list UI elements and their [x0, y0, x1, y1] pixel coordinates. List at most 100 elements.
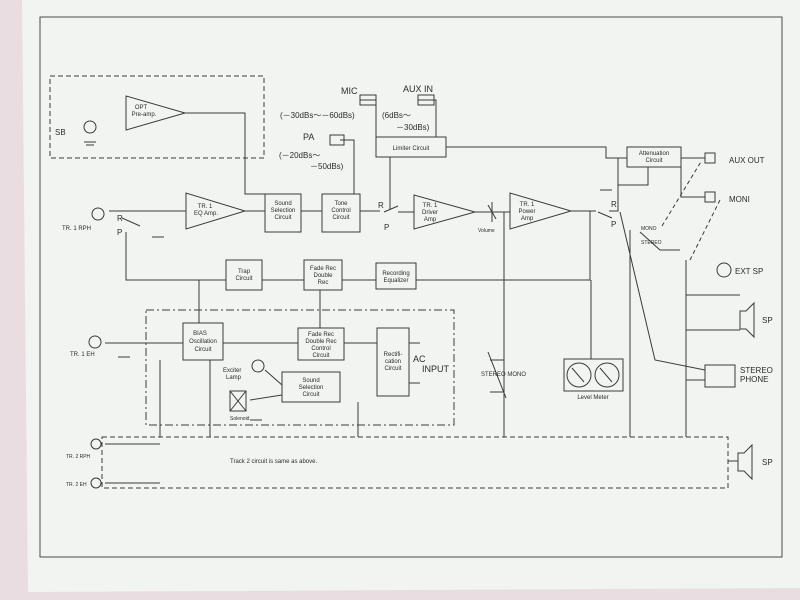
opt-preamp-triangle [125, 95, 187, 131]
rectification-line-3: Circuit [384, 366, 401, 372]
r-label-2: R [378, 201, 384, 210]
fade-rec-control-line-2: Double Rec [305, 339, 336, 345]
aux-level-label-2: －30dBs) [396, 123, 430, 132]
track2-dashed-frame [101, 436, 729, 489]
speaker-icon-1 [739, 301, 755, 339]
aux-level-label-1: (6dBs～ [382, 111, 411, 120]
sp-label-2: SP [762, 458, 773, 467]
rectification-line-2: cation [385, 359, 401, 365]
fade-rec-control-box [297, 327, 345, 361]
power-amp-triangle [509, 192, 573, 230]
bias-line-1: BIAS [193, 331, 207, 337]
moni-jack-icon [704, 191, 716, 203]
fade-rec-control-line-3: Control [311, 346, 330, 352]
tone-control-box [321, 193, 361, 233]
tone-control-line-2: Control [331, 208, 350, 214]
stereo-mono-switch-label: STEREO MONO [481, 372, 526, 378]
signal-wiring [105, 99, 740, 484]
ext-sp-jack-icon [716, 262, 732, 278]
attenuation-line-1: Attenuation [639, 151, 669, 157]
recording-equalizer-line-1: Recording [382, 271, 409, 277]
pa-label: PA [303, 132, 314, 142]
mic-level-label: (－30dBs～－60dBs) [280, 111, 355, 120]
volume-label: Volume [478, 228, 495, 234]
free-labels: SB MIC (－30dBs～－60dBs) AUX IN (6dBs～ －30… [55, 84, 773, 488]
opt-preamp-line-2: Pre-amp. [132, 112, 157, 118]
fade-rec-line-3: Rec [318, 280, 329, 286]
tr1-eh-label: TR. 1 EH [70, 352, 95, 358]
tr1-eh-head-icon [88, 335, 102, 349]
power-amp-line-1: TR. 1 [520, 202, 535, 208]
sound-selection-2-line-3: Circuit [302, 392, 319, 398]
aux-in-label: AUX IN [403, 84, 433, 94]
r-label-1: R [117, 214, 123, 223]
ext-sp-label: EXT SP [735, 267, 763, 276]
tr1-rph-label: TR. 1 RPH [62, 226, 91, 232]
tone-control-line-3: Circuit [332, 215, 349, 221]
opt-preamp-line-1: OPT [135, 105, 148, 111]
tr1-rph-head-icon [91, 207, 105, 221]
opt-dashed-frame [49, 75, 265, 159]
aux-out-label: AUX OUT [729, 156, 765, 165]
speaker-icon-2 [737, 443, 753, 481]
attenuation-line-2: Circuit [645, 158, 662, 164]
sound-selection-2-line-1: Sound [302, 378, 319, 384]
sp-label-1: SP [762, 316, 773, 325]
recording-equalizer-box [375, 262, 417, 290]
fade-rec-control-line-4: Circuit [312, 353, 329, 359]
eq-amp-line-1: TR. 1 [198, 204, 213, 210]
tone-control-line-1: Tone [334, 201, 348, 207]
fade-rec-box [303, 259, 343, 291]
pa-level-label-1: (－20dBs～ [279, 151, 320, 160]
level-meter-dial-right [594, 362, 620, 388]
aux-in-jack-icon [417, 94, 435, 106]
ac-input-label-1: AC [413, 354, 426, 364]
p-label-3: P [611, 220, 616, 229]
exciter-lamp-label-1: Exciter [223, 368, 241, 374]
rectification-box [376, 327, 410, 397]
rp-switch-2 [383, 205, 399, 213]
p-label-1: P [117, 228, 122, 237]
ground-marks [84, 141, 612, 421]
sound-selection-2-line-2: Selection [299, 385, 324, 391]
pa-jack-icon [329, 134, 345, 146]
level-meter-dial-left [566, 362, 592, 388]
trap-box [225, 259, 263, 291]
mono-stereo-dash-1 [661, 159, 703, 227]
exciter-lamp-icon [251, 359, 265, 373]
rp-switch-3 [597, 211, 613, 219]
rp-switch-1 [121, 217, 141, 227]
sb-label: SB [55, 128, 66, 137]
mono-label: MONO [641, 226, 657, 232]
sb-sensor-icon [83, 120, 97, 134]
aux-out-jack-icon [704, 152, 716, 164]
sound-selection-2-box [281, 371, 341, 403]
tr2-eh-label: TR. 2 EH [66, 482, 87, 488]
stereo-phone-jack-icon [704, 364, 736, 388]
r-label-3: R [611, 200, 617, 209]
stereo-phone-label-1: STEREO [740, 366, 773, 375]
rectification-line-1: Rectifi- [384, 352, 403, 358]
bias-box [182, 322, 224, 361]
level-meter-label: Level Meter [577, 395, 608, 401]
solenoid-label: Solenoid [230, 416, 250, 422]
tr2-eh-head-icon [90, 477, 102, 489]
level-meter-box [563, 358, 624, 392]
stereo-mono-switch-icon [487, 351, 507, 399]
fade-rec-line-1: Fade Rec [310, 266, 336, 272]
level-meter-needle-left [571, 367, 585, 383]
driver-amp-line-3: Amp [424, 217, 437, 223]
tr2-rph-label: TR. 2 RPH [66, 454, 91, 460]
mic-label: MIC [341, 86, 358, 96]
